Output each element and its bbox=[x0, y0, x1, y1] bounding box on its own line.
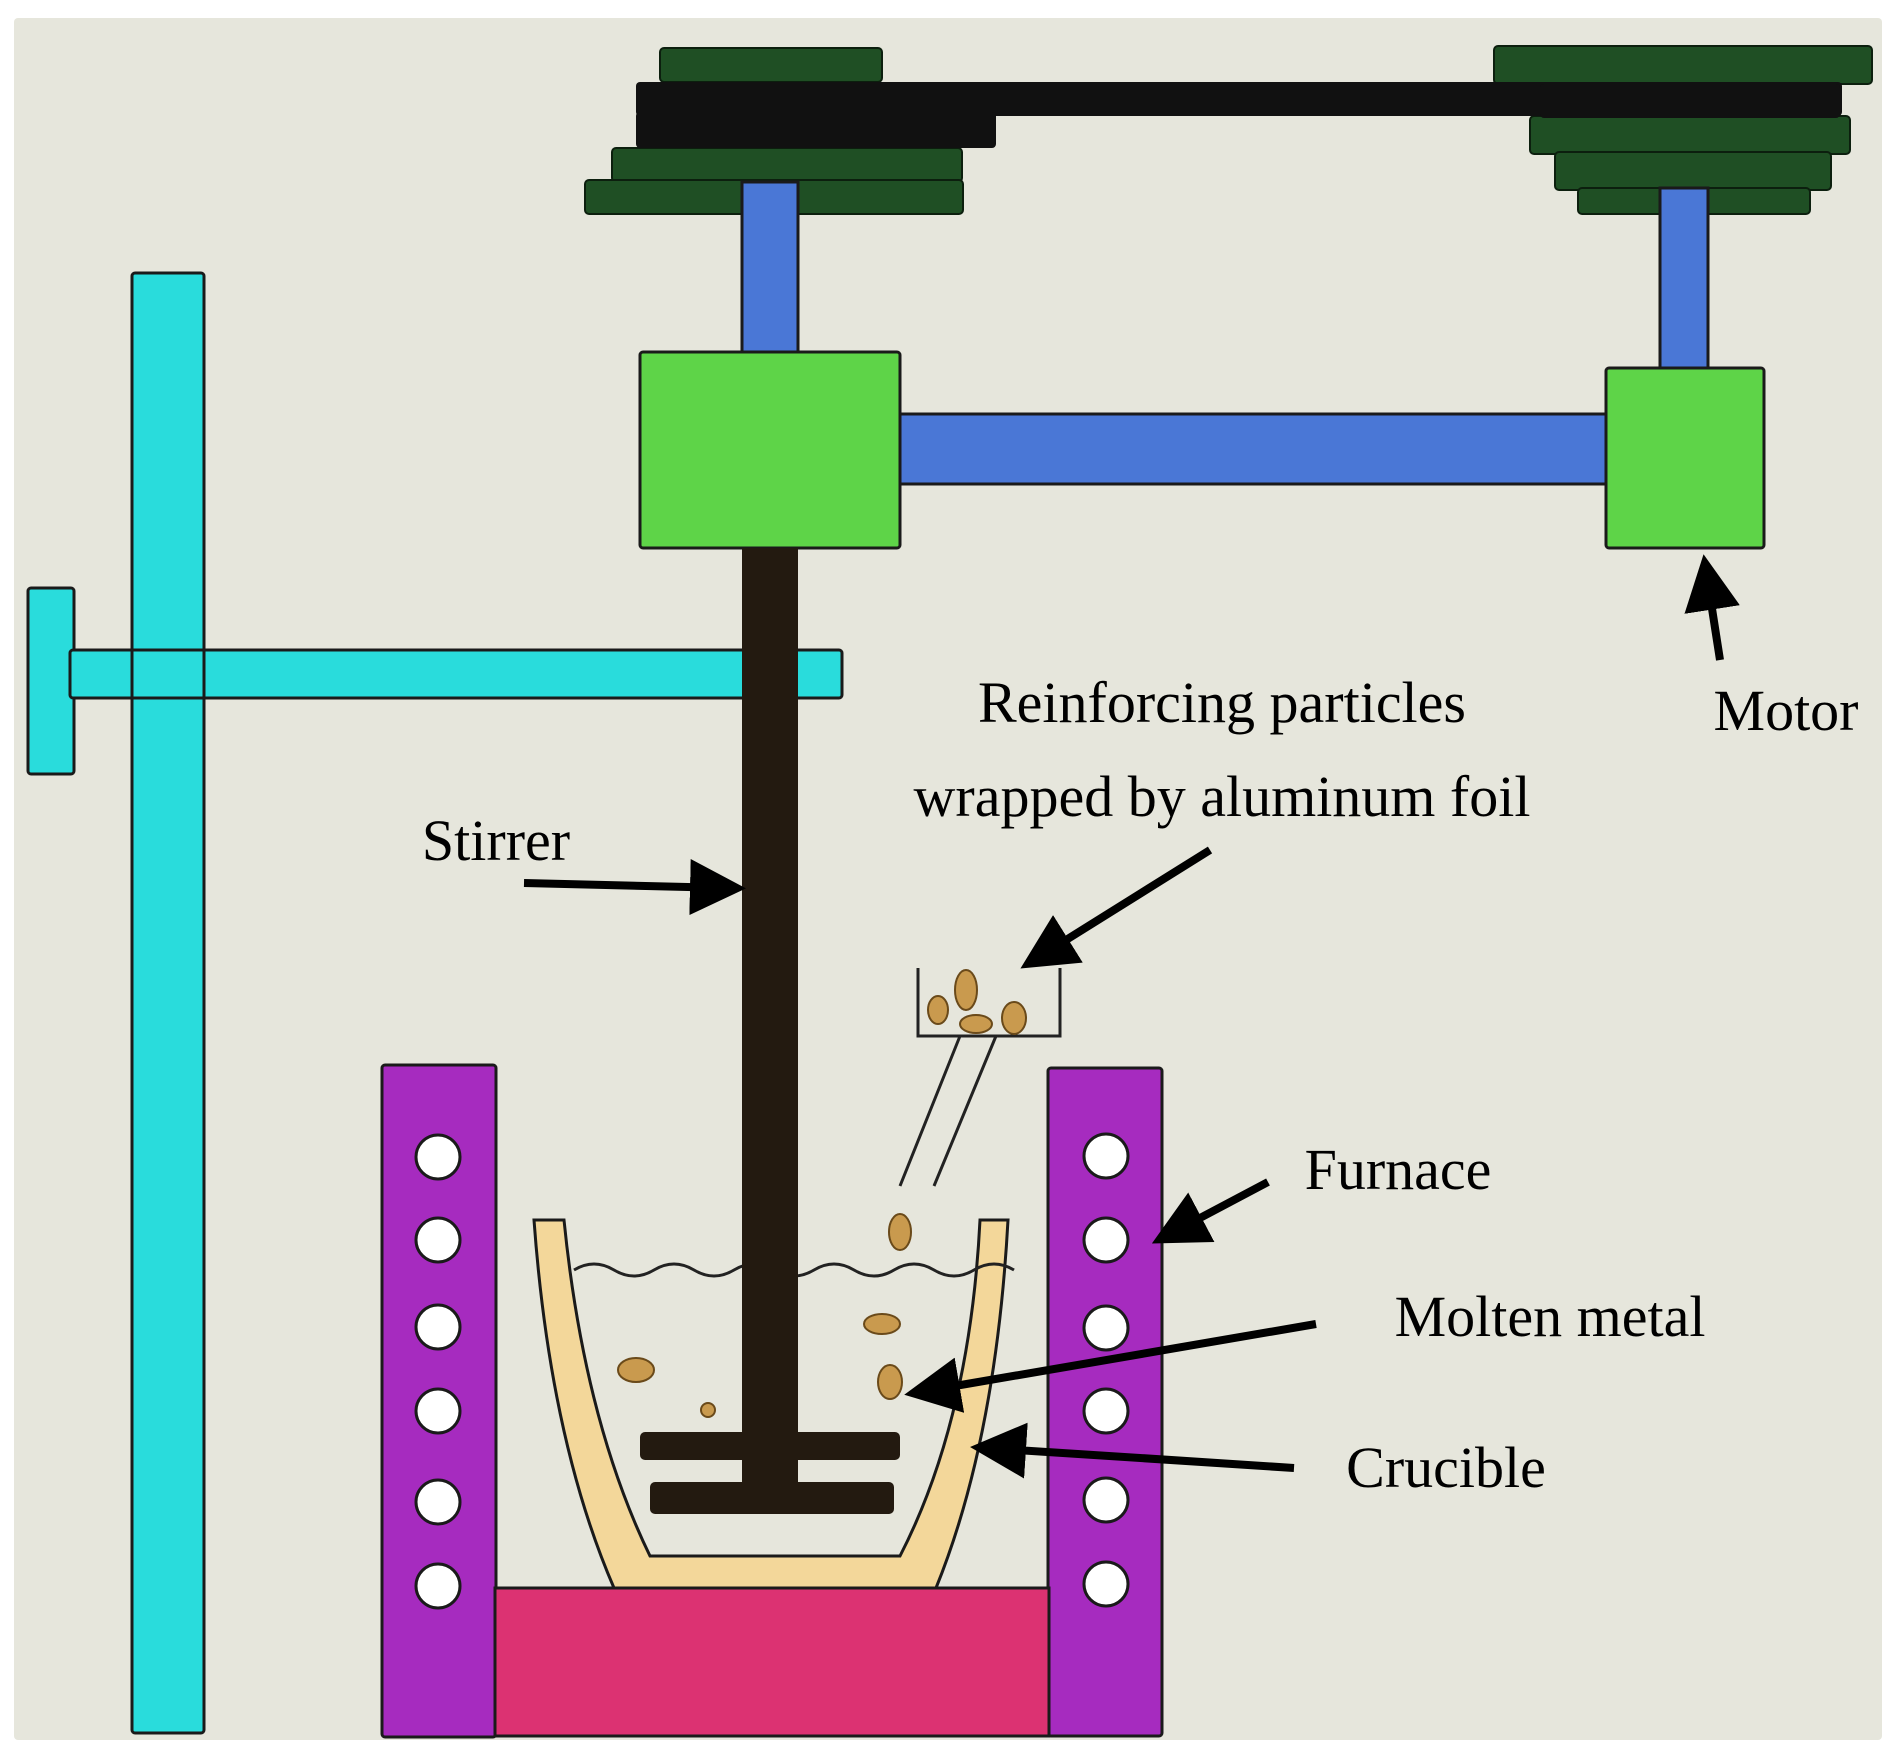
reinforcing-label-line1: Reinforcing particles bbox=[978, 670, 1466, 735]
stirrer bbox=[640, 548, 900, 1514]
right-vertical-shaft bbox=[1658, 186, 1710, 372]
molten-metal-arrow bbox=[904, 1320, 1317, 1413]
stirrer-gearbox bbox=[638, 350, 902, 550]
motor-label: Motor bbox=[1714, 678, 1859, 743]
particle-hopper bbox=[898, 968, 1062, 1187]
furnace-base bbox=[493, 1586, 1051, 1738]
stirrer-label: Stirrer bbox=[422, 808, 570, 873]
furnace-right-wall bbox=[1046, 1066, 1164, 1738]
particles-arrow bbox=[1020, 846, 1213, 969]
molten-metal-label: Molten metal bbox=[1395, 1284, 1706, 1349]
motor-arrow bbox=[1684, 554, 1740, 661]
crucible bbox=[532, 1218, 1010, 1590]
crucible-label: Crucible bbox=[1346, 1435, 1546, 1500]
crucible-arrow bbox=[970, 1422, 1295, 1479]
reinforcing-label-line2: wrapped by aluminum foil bbox=[914, 764, 1531, 829]
stirrer-arrow bbox=[523, 859, 746, 916]
support-stand bbox=[26, 271, 844, 1735]
reinforcing-particles bbox=[617, 969, 1027, 1418]
drive-belt bbox=[636, 82, 1842, 148]
horizontal-connecting-shaft bbox=[894, 412, 1612, 486]
motor-box bbox=[1604, 366, 1766, 550]
left-vertical-shaft bbox=[740, 180, 800, 356]
furnace-left-wall bbox=[380, 1063, 498, 1739]
left-pulley bbox=[584, 47, 964, 215]
furnace-label: Furnace bbox=[1305, 1137, 1492, 1202]
furnace-arrow bbox=[1151, 1178, 1270, 1244]
